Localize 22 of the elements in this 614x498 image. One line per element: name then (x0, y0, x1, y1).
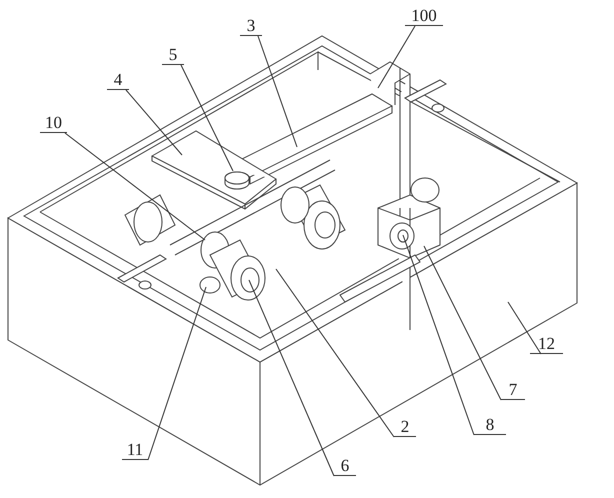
leader-line (276, 268, 394, 438)
leader-line (126, 90, 182, 156)
callout-number: 2 (394, 417, 416, 437)
callout-number: 3 (240, 16, 262, 36)
leader-line (148, 286, 206, 460)
leader-line (402, 234, 474, 436)
callout-number: 10 (40, 113, 67, 133)
leader-line (508, 302, 542, 354)
callout-number: 5 (162, 45, 184, 65)
callout-number: 100 (405, 6, 443, 26)
callout-number: 6 (334, 456, 356, 476)
leader-line (424, 246, 502, 400)
leader-line (64, 132, 206, 240)
callout-number: 8 (474, 415, 506, 435)
callout-number: 11 (122, 440, 148, 460)
callout-number: 12 (530, 334, 563, 354)
callout-number: 7 (501, 380, 525, 400)
leader-line (180, 64, 234, 172)
leader-line (248, 280, 334, 476)
callout-number: 4 (107, 70, 129, 90)
leader-line (258, 36, 298, 148)
leader-line (378, 26, 416, 88)
